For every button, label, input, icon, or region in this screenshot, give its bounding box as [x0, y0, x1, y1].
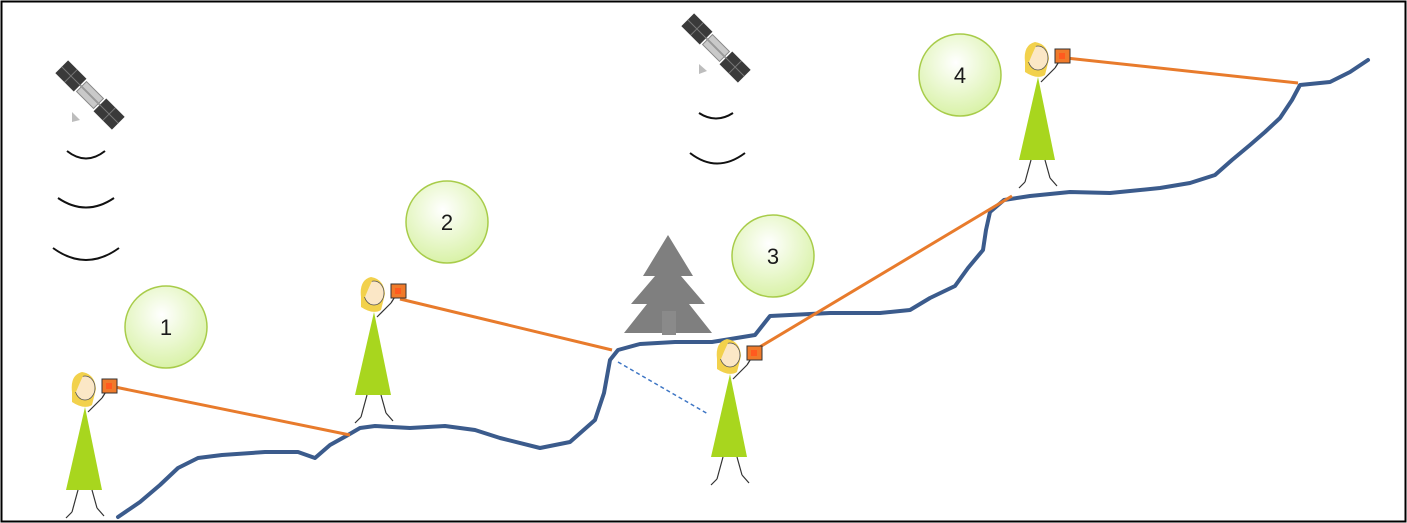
station-number: 2	[441, 210, 453, 235]
tree-icon	[624, 235, 712, 335]
sight-line-1	[109, 384, 351, 437]
person-icon	[65, 372, 118, 519]
station-badge-1: 1	[124, 285, 208, 369]
satellite-dish-icon	[699, 64, 707, 74]
satellite-icon	[55, 60, 125, 130]
station-number: 3	[767, 244, 779, 269]
station-number: 1	[160, 315, 172, 340]
blocked-sight-line	[617, 361, 709, 415]
satellite-dish-icon	[72, 112, 80, 122]
sight-line-2	[399, 297, 613, 352]
person-icon	[354, 277, 407, 424]
station-number: 4	[954, 63, 966, 88]
satellite-icon	[681, 13, 751, 83]
station-badge-2: 2	[405, 180, 489, 264]
sight-line-4	[1065, 56, 1299, 85]
station-badge-3: 3	[731, 214, 815, 298]
person-icon	[1018, 42, 1071, 189]
signal-wave-icon	[52, 150, 120, 261]
signal-wave-icon	[689, 112, 746, 165]
station-badge-4: 4	[918, 33, 1002, 117]
sight-line-3	[757, 194, 1013, 350]
person-icon	[710, 339, 763, 486]
terrain-profile	[116, 58, 1370, 519]
